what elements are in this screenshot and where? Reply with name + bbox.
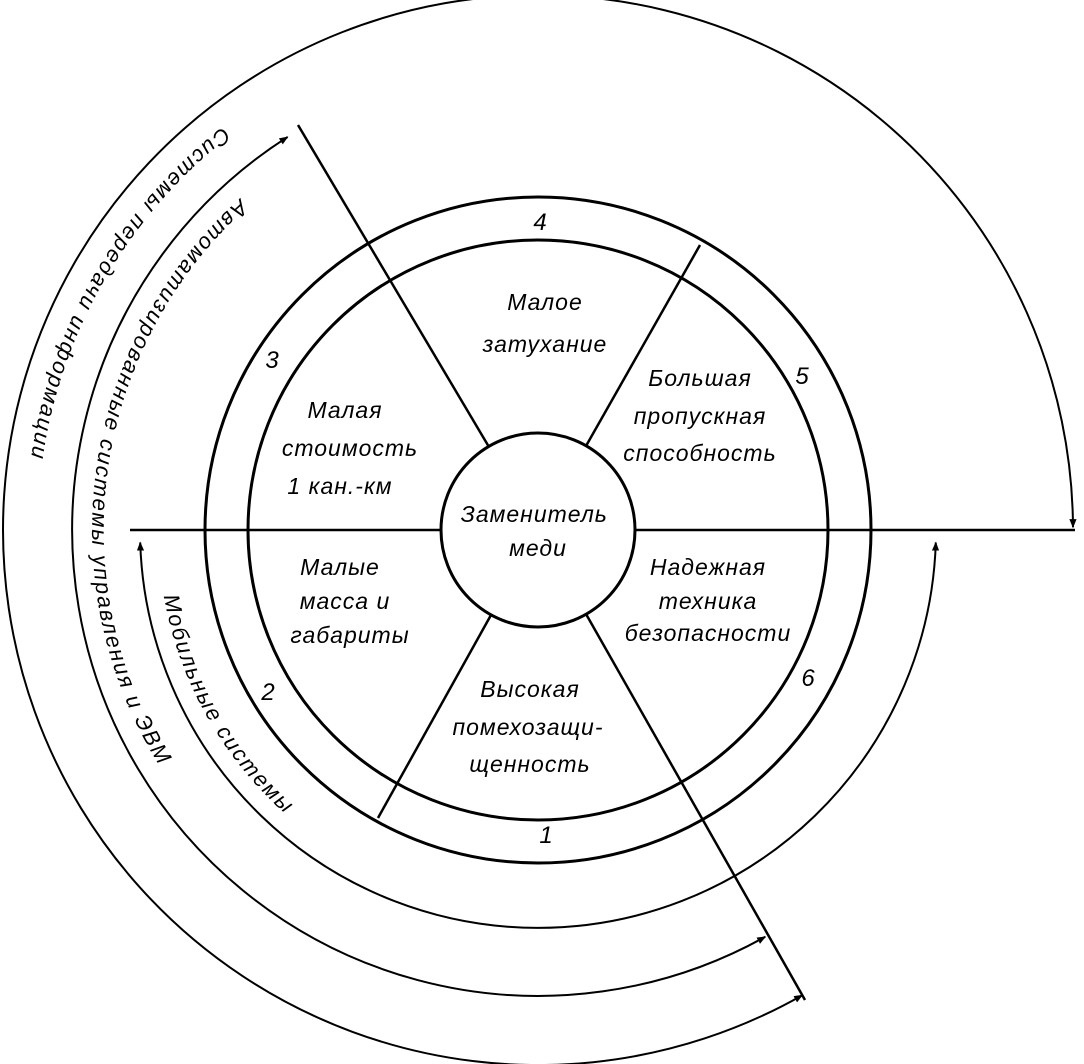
center-label: Заменитель меди xyxy=(461,501,616,561)
svg-text:6: 6 xyxy=(801,665,815,692)
arc-label-outer: Системы передачи информации xyxy=(26,123,235,463)
inner-circle xyxy=(439,431,637,629)
arc-inner-mobile xyxy=(136,541,940,929)
svg-text:4: 4 xyxy=(533,209,546,236)
svg-text:3: 3 xyxy=(265,347,279,374)
arc-middle-asu xyxy=(71,136,767,997)
svg-text:5: 5 xyxy=(795,363,809,390)
svg-text:2: 2 xyxy=(260,679,274,706)
svg-text:1: 1 xyxy=(539,822,552,849)
